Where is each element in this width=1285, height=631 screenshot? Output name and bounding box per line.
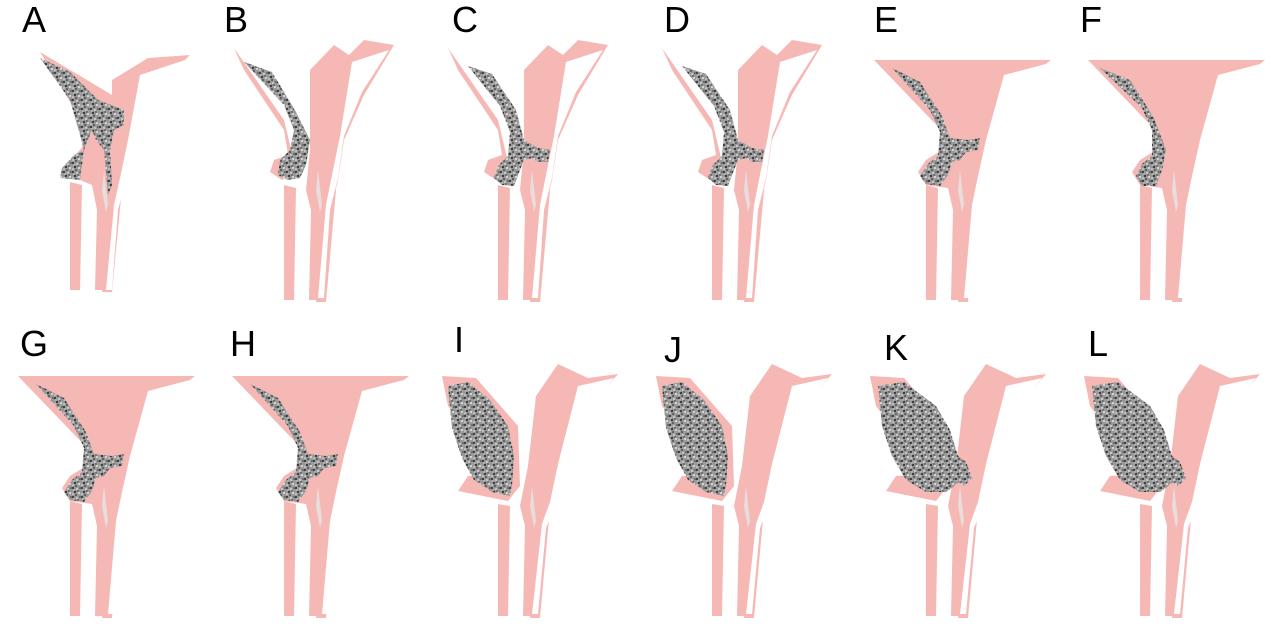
panel-j: J [642,316,856,631]
panel-a: A [0,0,214,315]
panel-d: D [642,0,856,315]
uterus-illustration-c [428,0,642,315]
panel-l: L [1070,316,1284,631]
panel-k: K [856,316,1070,631]
panel-c: C [428,0,642,315]
filled-region-j [662,382,728,496]
filled-region-i [448,382,514,496]
uterus-illustration-i [428,316,642,631]
uterus-illustration-g [0,316,214,631]
panel-f: F [1070,0,1284,315]
uterus-illustration-f [1070,0,1284,315]
uterus-illustration-k [856,316,1070,631]
panel-e: E [856,0,1070,315]
filled-region-k [878,382,972,492]
uterus-illustration-j [642,316,856,631]
panel-i: I [428,316,642,631]
uterus-illustration-e [856,0,1070,315]
filled-region-l [1092,382,1186,492]
uterus-illustration-l [1070,316,1284,631]
panel-h: H [214,316,428,631]
uterus-illustration-h [214,316,428,631]
uterus-illustration-a [0,0,214,315]
panel-b: B [214,0,428,315]
uterus-illustration-d [642,0,856,315]
uterus-illustration-b [214,0,428,315]
panel-g: G [0,316,214,631]
